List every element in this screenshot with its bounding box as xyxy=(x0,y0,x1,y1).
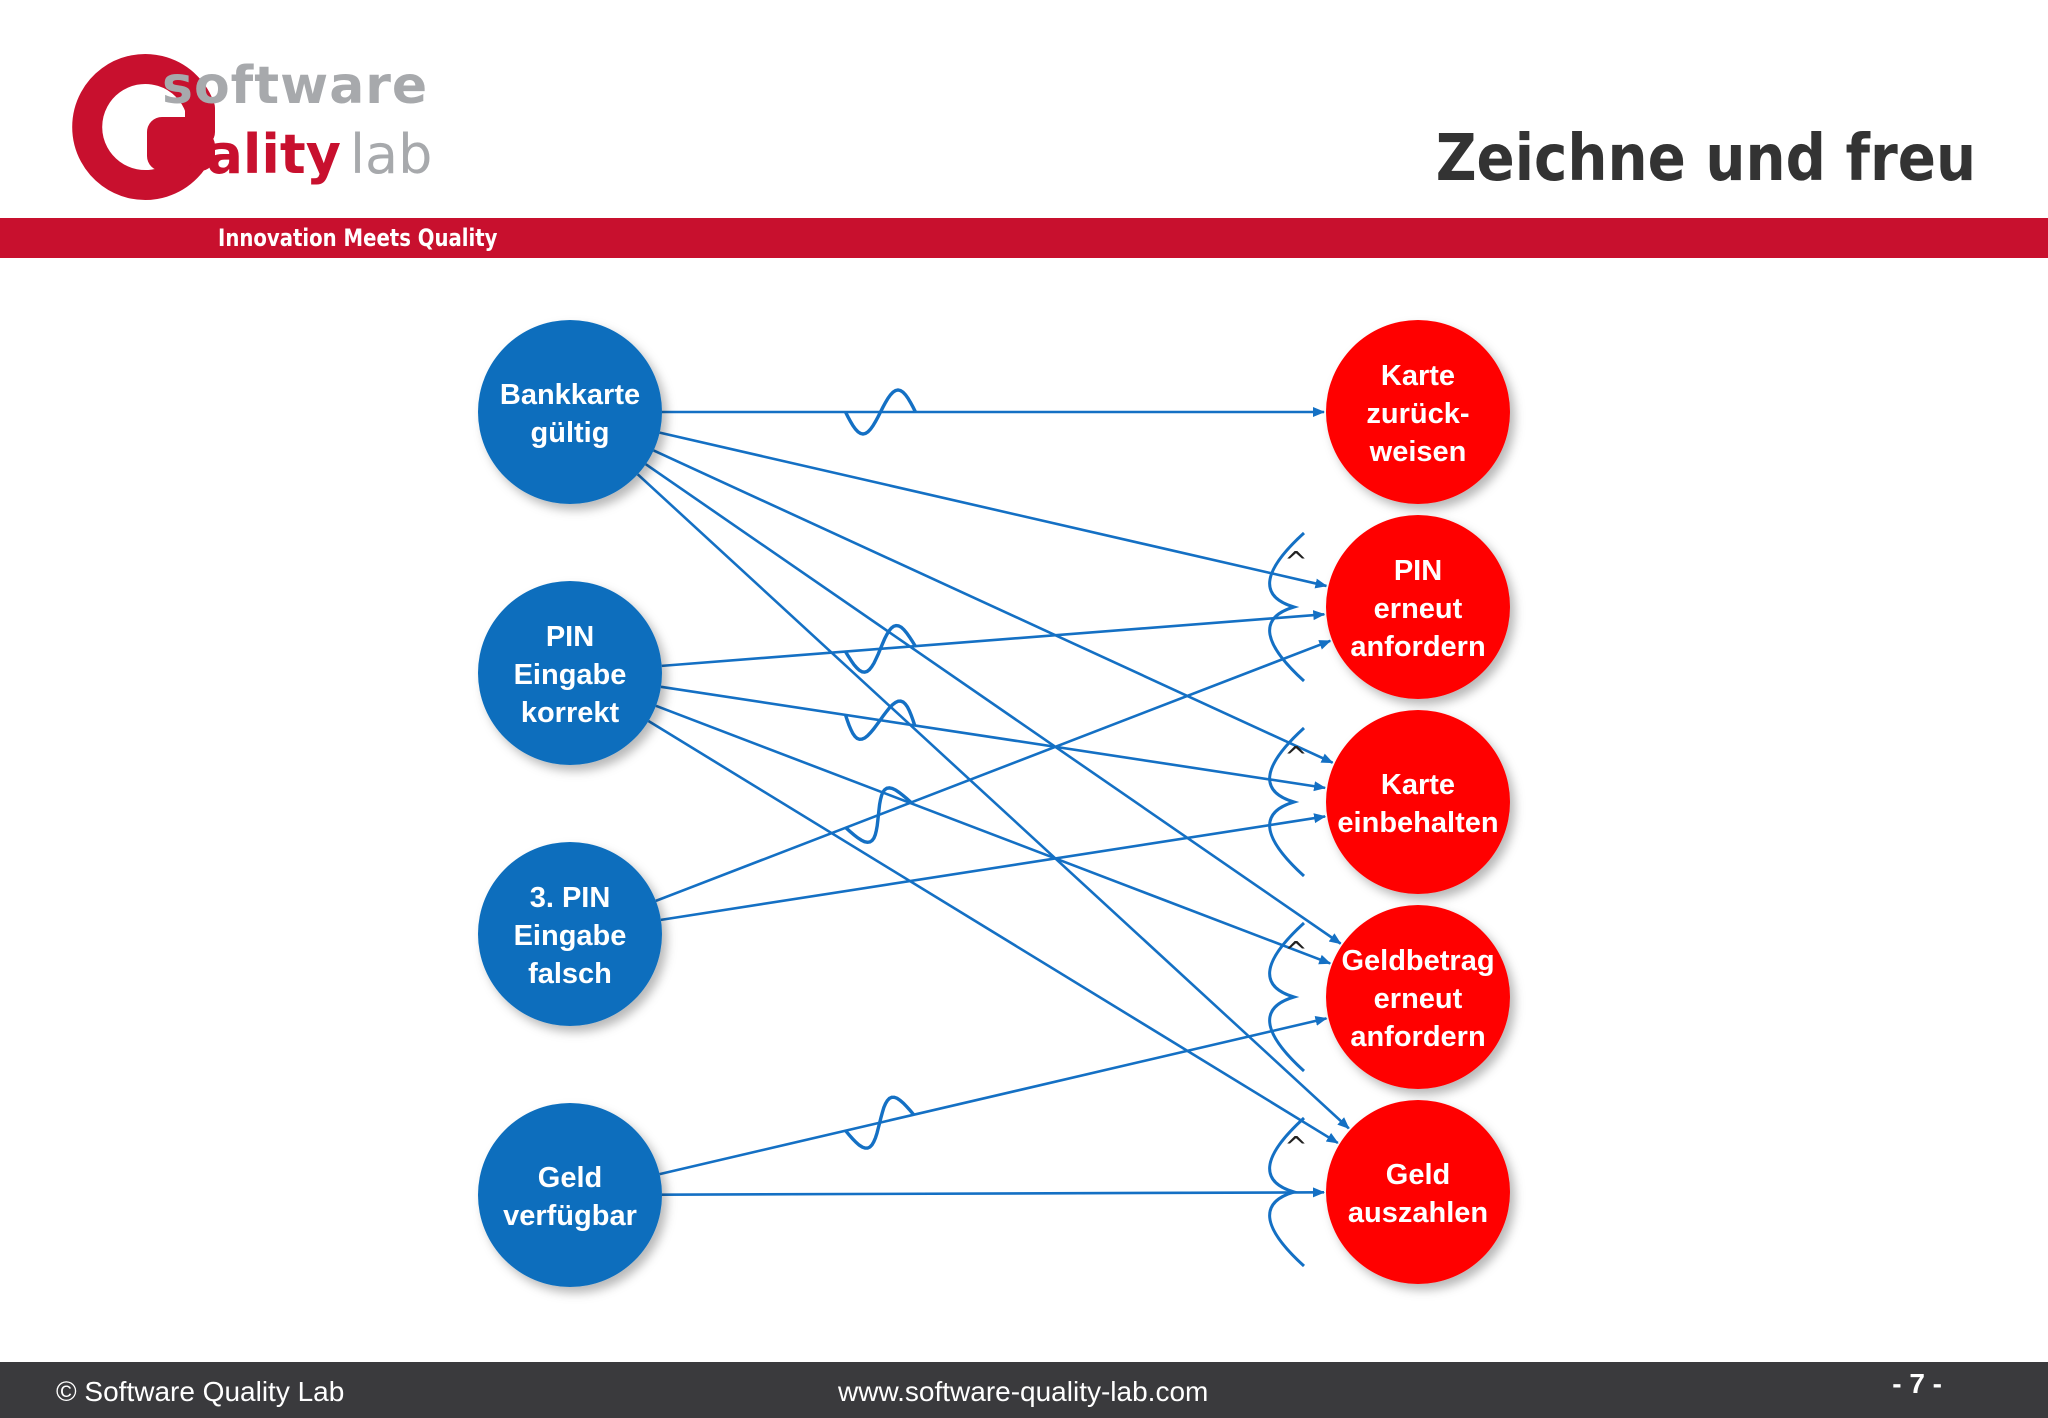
and-symbol-e5: ^ xyxy=(1284,1130,1307,1163)
logo-wordmark-lab: lab xyxy=(350,123,433,186)
effect-node-circle xyxy=(1326,905,1510,1089)
negation-mark-c1-e1 xyxy=(843,388,918,436)
logo-wordmark-software: software xyxy=(162,56,429,116)
negation-mark-c3-e2 xyxy=(844,786,913,845)
effect-node-e4: Geldbetrag erneut anfordern xyxy=(1326,905,1510,1089)
footer-url[interactable]: www.software-quality-lab.com xyxy=(838,1376,1209,1407)
cause-node-label-line: PIN xyxy=(546,621,594,653)
effect-node-label-line: anfordern xyxy=(1350,1021,1485,1053)
slide-title: Zeichne und freu xyxy=(1435,122,1976,196)
effect-node-label-line: einbehalten xyxy=(1337,807,1498,839)
and-bracket-e4 xyxy=(1268,921,1306,1073)
footer-bar: © Software Quality Lab www.software-qual… xyxy=(0,1362,2048,1418)
and-symbol-e4: ^ xyxy=(1284,935,1307,968)
cause-node-c2: PIN Eingabe korrekt xyxy=(478,581,662,765)
effect-node-label-line: Geld xyxy=(1386,1159,1450,1191)
effect-node-label-line: anfordern xyxy=(1350,631,1485,663)
cause-node-label-line: Eingabe xyxy=(514,920,627,952)
footer-copyright: © Software Quality Lab xyxy=(56,1376,345,1407)
edge-c1-e3 xyxy=(653,449,1334,764)
effect-node-label-line: PIN xyxy=(1394,555,1442,587)
cause-node-c4: Geld verfügbar xyxy=(478,1103,662,1287)
cause-node-c3: 3. PIN Eingabe falsch xyxy=(478,842,662,1026)
edge-c2-e2 xyxy=(661,610,1326,668)
brand-logo xyxy=(50,36,510,216)
cause-node-label-line: falsch xyxy=(528,958,612,990)
logo-wordmark-quality: uality xyxy=(168,123,341,186)
cause-node-label-line: Geld xyxy=(538,1162,602,1194)
effect-node-circle xyxy=(1326,1100,1510,1284)
effect-node-label-line: Geldbetrag xyxy=(1341,945,1494,977)
effect-node-circle xyxy=(1326,515,1510,699)
edge-c1-e5 xyxy=(636,473,1350,1130)
and-bracket-e3 xyxy=(1268,726,1306,878)
edge-c1-e4 xyxy=(644,463,1342,945)
cause-node-label-line: Bankkarte xyxy=(500,379,640,411)
negation-mark-c2-e3 xyxy=(843,699,917,742)
tagline: Innovation Meets Quality xyxy=(218,224,498,252)
edge-c2-e3 xyxy=(660,685,1327,792)
negation-mark-c2-e2 xyxy=(844,623,917,674)
cause-node-label-line: verfügbar xyxy=(503,1200,637,1232)
effect-node-e5: Geld auszahlen xyxy=(1326,1100,1510,1284)
edge-c4-e5 xyxy=(661,1187,1326,1198)
and-symbol-e3: ^ xyxy=(1284,740,1307,773)
cause-node-c1: Bankkarte gültig xyxy=(478,320,662,504)
cause-node-label-line: Eingabe xyxy=(514,659,627,691)
edge-c3-e2 xyxy=(655,639,1332,903)
edges-layer xyxy=(636,388,1350,1198)
and-brackets-layer: ^ ^ ^ ^ xyxy=(1268,531,1308,1268)
and-bracket-e2 xyxy=(1268,531,1306,683)
effect-node-e2: PIN erneut anfordern xyxy=(1326,515,1510,699)
edge-c4-e4 xyxy=(659,1016,1328,1176)
cause-node-label-line: gültig xyxy=(531,417,610,449)
effect-node-label-line: erneut xyxy=(1374,983,1463,1015)
cause-node-label-line: 3. PIN xyxy=(530,882,611,914)
negation-mark-c4-e4 xyxy=(844,1095,916,1150)
effect-node-label-line: Karte xyxy=(1381,360,1455,392)
edge-c1-e2 xyxy=(659,431,1328,589)
cause-node-circle xyxy=(478,320,662,504)
cause-node-circle xyxy=(478,842,662,1026)
edge-c2-e5 xyxy=(647,719,1339,1145)
effect-node-e1: Karte zurück-weisen xyxy=(1326,320,1510,504)
header-band xyxy=(0,218,2048,258)
effect-node-label-line: auszahlen xyxy=(1348,1197,1488,1229)
cause-node-label-line: korrekt xyxy=(521,697,620,729)
effect-node-circle xyxy=(1326,320,1510,504)
effect-node-label-line: erneut xyxy=(1374,593,1463,625)
edge-c2-e4 xyxy=(655,704,1332,965)
edge-c3-e3 xyxy=(660,813,1327,922)
and-bracket-e5 xyxy=(1268,1116,1306,1268)
effect-node-e3: Karte einbehalten xyxy=(1326,710,1510,894)
effect-node-label-line: Karte xyxy=(1381,769,1455,801)
page-number: - 7 - xyxy=(1892,1368,1942,1399)
cause-node-circle xyxy=(478,1103,662,1287)
effect-node-circle xyxy=(1326,710,1510,894)
cause-node-circle xyxy=(478,581,662,765)
effect-node-label-line: weisen xyxy=(1369,436,1467,468)
logo-q-mark xyxy=(72,54,215,200)
and-symbol-e2: ^ xyxy=(1284,545,1307,578)
effect-node-label-line: zurück- xyxy=(1366,398,1469,430)
